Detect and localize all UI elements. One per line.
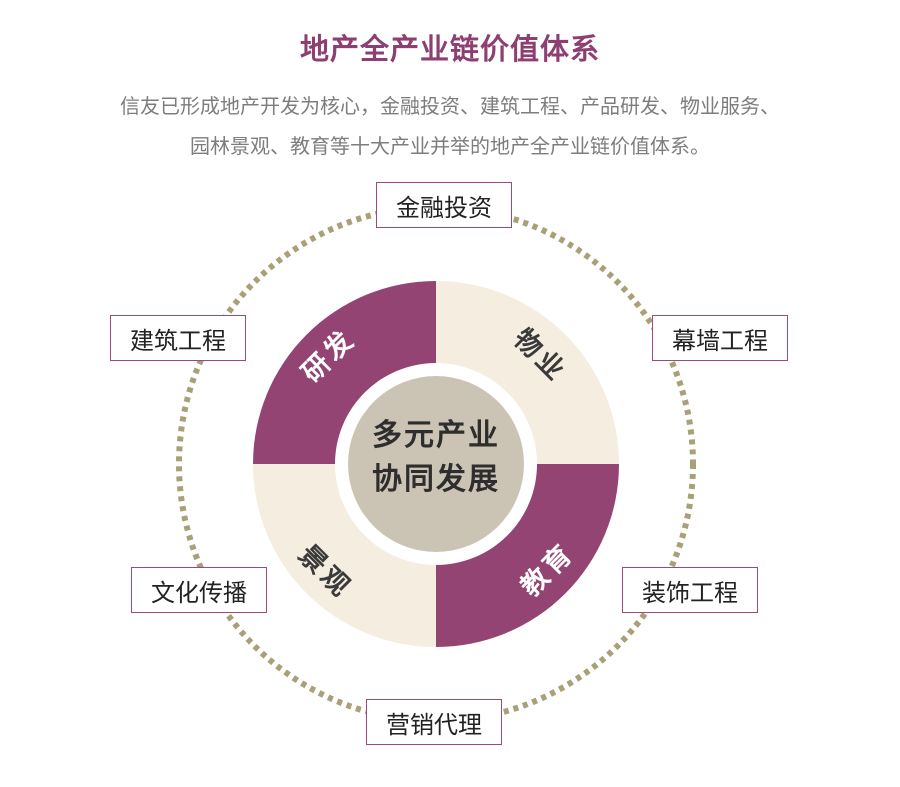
ring-segment-research: [253, 281, 436, 464]
intro-line-1: 信友已形成地产开发为核心，金融投资、建筑工程、产品研发、物业服务、: [120, 94, 780, 118]
label-construction-engineering: 建筑工程: [110, 315, 246, 361]
label-decoration-engineering: 装饰工程: [622, 567, 758, 613]
ring-segment-property: [436, 281, 619, 464]
label-curtain-wall-engineering: 幕墙工程: [652, 315, 788, 361]
intro-line-2: 园林景观、教育等十大产业并举的地产全产业链价值体系。: [190, 134, 710, 158]
label-finance-investment: 金融投资: [376, 182, 512, 228]
intro-text: 信友已形成地产开发为核心，金融投资、建筑工程、产品研发、物业服务、 园林景观、教…: [40, 86, 860, 166]
label-culture-communication: 文化传播: [131, 567, 267, 613]
ring-segment-landscape: [253, 464, 436, 647]
ring-segment-education: [436, 464, 619, 647]
center-line-1: 多元产业: [372, 418, 500, 453]
center-line-2: 协同发展: [372, 462, 500, 497]
page-title: 地产全产业链价值体系: [299, 32, 600, 66]
label-marketing-agency: 营销代理: [366, 699, 502, 745]
center-hub: [348, 376, 524, 552]
center-slogan: 多元产业 协同发展: [336, 414, 536, 502]
